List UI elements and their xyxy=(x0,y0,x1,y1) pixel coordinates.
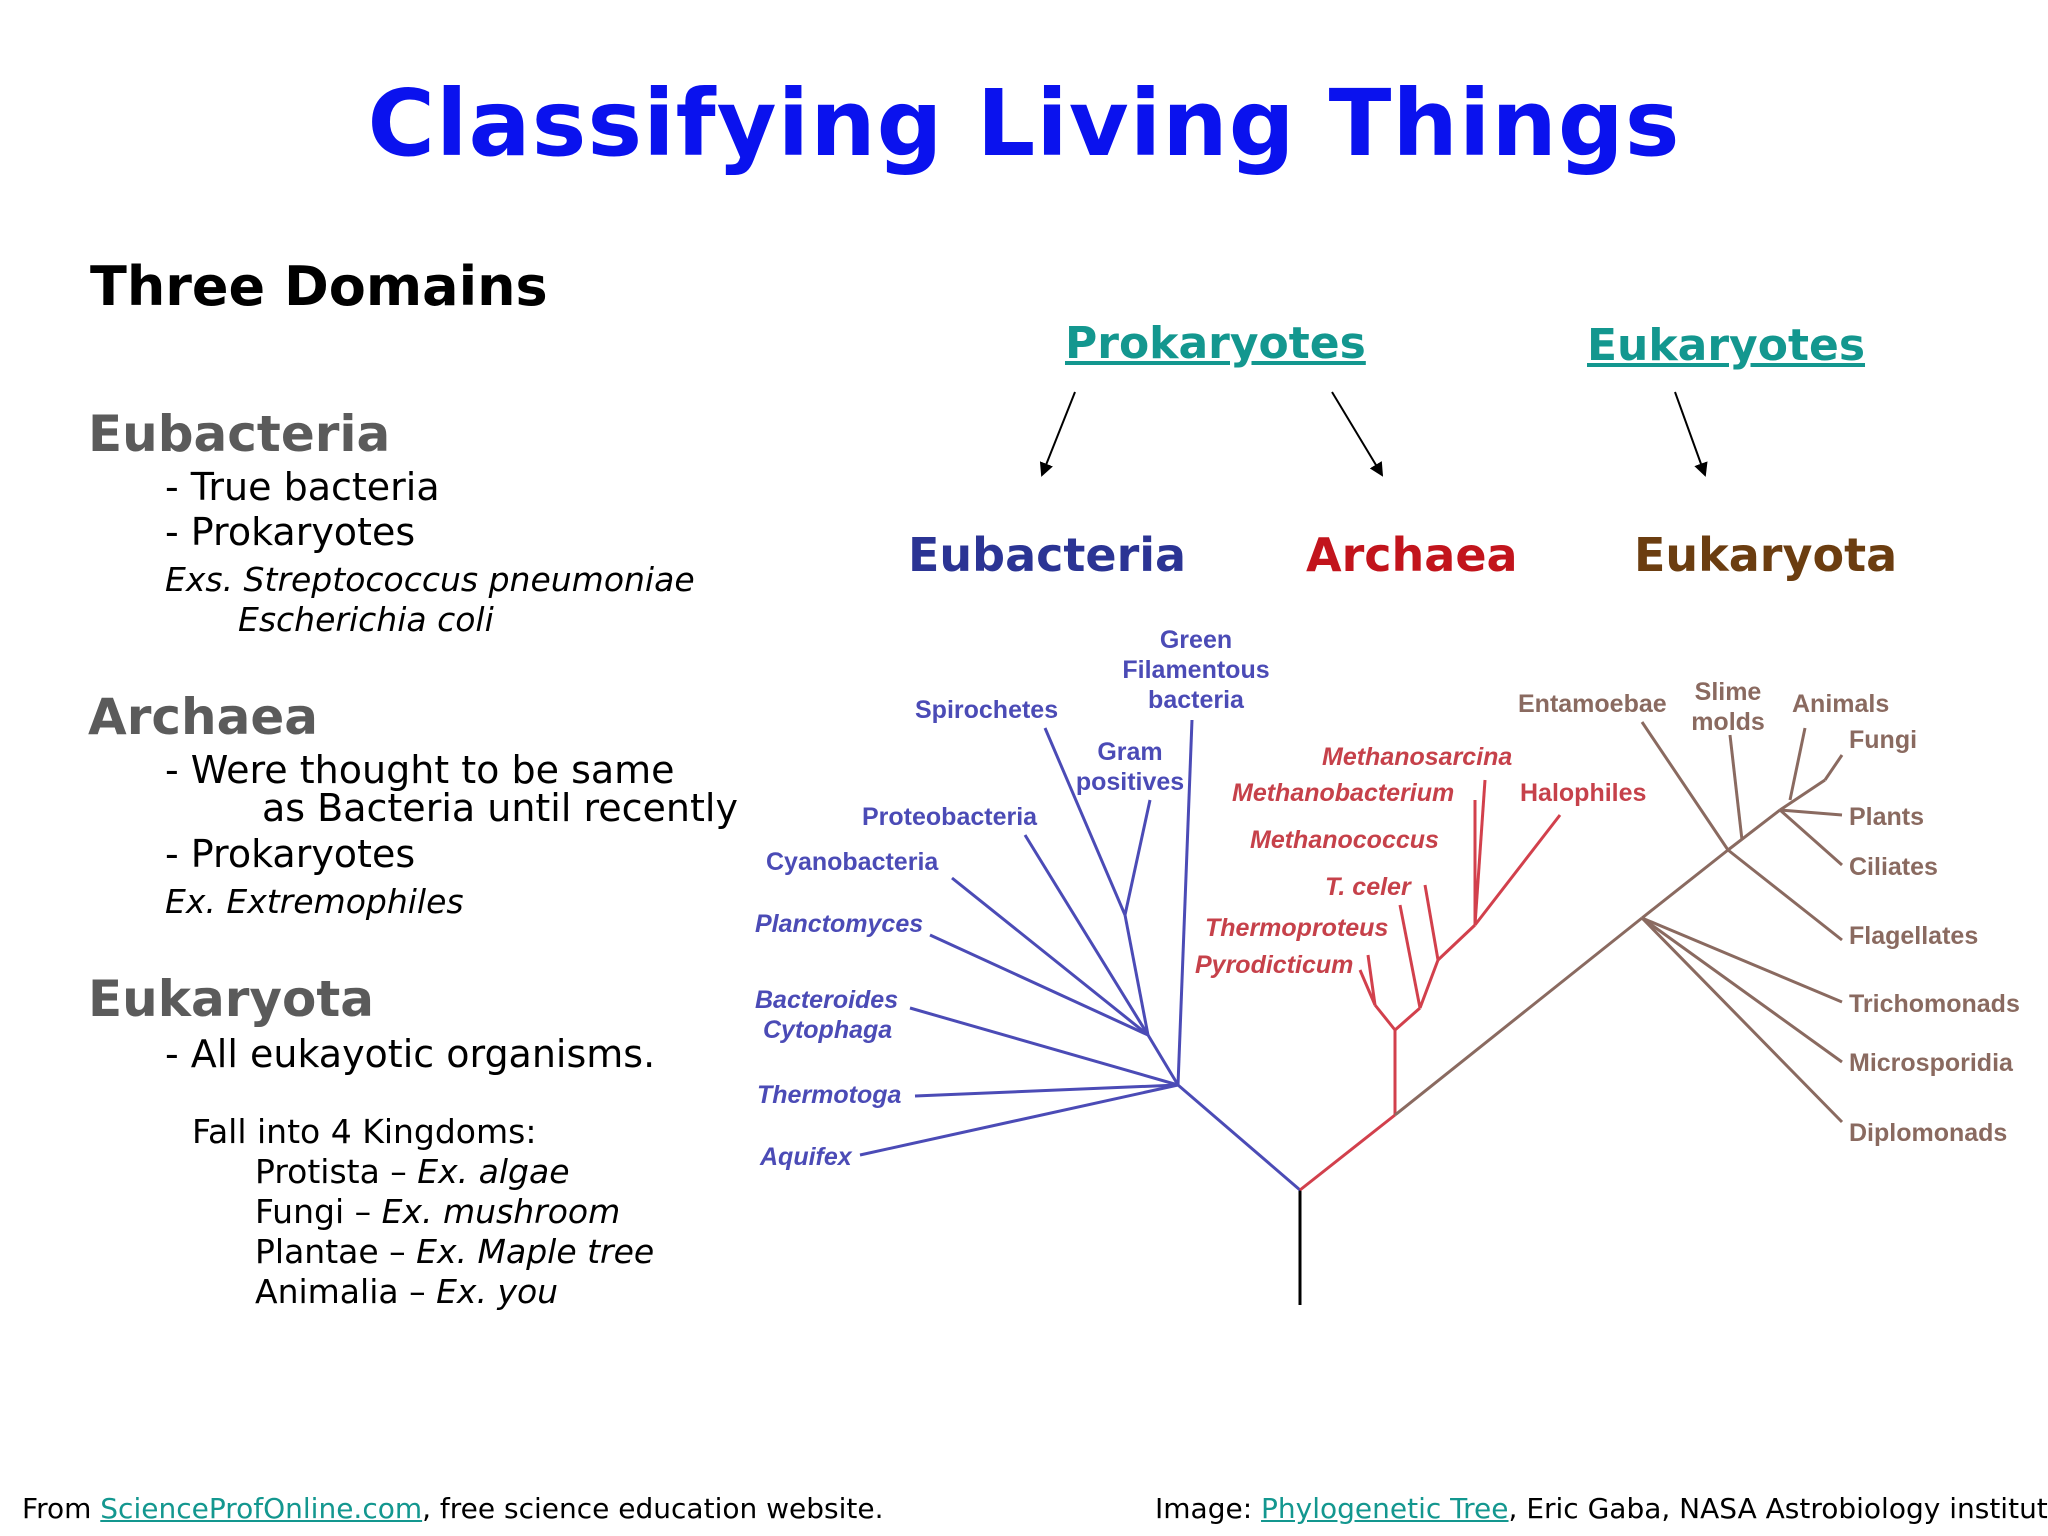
archaea-line-2: as Bacteria until recently xyxy=(262,786,738,830)
section-heading: Three Domains xyxy=(90,255,548,318)
kingdom-fungi: Fungi – Ex. mushroom xyxy=(255,1192,621,1231)
kingdom-plantae: Plantae – Ex. Maple tree xyxy=(255,1232,655,1271)
leaf-slime-2: molds xyxy=(1691,708,1765,736)
leaf-fungi: Fungi xyxy=(1849,726,1917,754)
leaf-methanococcus: Methanococcus xyxy=(1250,826,1439,854)
leaf-slime-1: Slime xyxy=(1695,678,1762,706)
kingdoms-intro: Fall into 4 Kingdoms: xyxy=(192,1112,537,1151)
arrow-to-archaea xyxy=(1331,391,1384,477)
prokaryotes-link[interactable]: Prokaryotes xyxy=(1065,318,1366,369)
arrow-to-eubacteria xyxy=(1039,391,1076,477)
domain-label-eukaryota: Eukaryota xyxy=(1634,528,1898,582)
domain-label-eubacteria: Eubacteria xyxy=(908,528,1187,582)
leaf-proteobacteria: Proteobacteria xyxy=(862,803,1038,831)
leaf-planctomyces: Planctomyces xyxy=(755,910,923,938)
kingdom-animalia: Animalia – Ex. you xyxy=(255,1272,559,1311)
leaf-gram-2: positives xyxy=(1076,768,1184,796)
footer-source: From ScienceProfOnline.com, free science… xyxy=(22,1492,884,1525)
scienceprofonline-link[interactable]: ScienceProfOnline.com xyxy=(100,1492,423,1525)
eukaryota-heading: Eukaryota xyxy=(88,970,374,1028)
page-title: Classifying Living Things xyxy=(367,70,1681,177)
archaea-line-3: - Prokaryotes xyxy=(165,832,416,876)
eukarya-branches xyxy=(1394,721,1844,1124)
leaf-microsporidia: Microsporidia xyxy=(1849,1049,2014,1077)
eubacteria-example-2: Escherichia coli xyxy=(238,600,494,639)
leaf-gram-1: Gram xyxy=(1097,738,1162,766)
archaea-branches xyxy=(1299,779,1562,1192)
leaf-cyanobacteria: Cyanobacteria xyxy=(766,848,939,876)
leaf-green-2: Filamentous xyxy=(1122,656,1269,684)
leaf-flagellates: Flagellates xyxy=(1849,922,1978,950)
eubacteria-heading: Eubacteria xyxy=(88,405,391,463)
eubacteria-line-1: - True bacteria xyxy=(165,465,440,509)
kingdom-protista: Protista – Ex. algae xyxy=(255,1152,570,1191)
phylogenetic-tree-link[interactable]: Phylogenetic Tree xyxy=(1261,1492,1509,1525)
leaf-aquifex: Aquifex xyxy=(759,1143,853,1171)
archaea-line-1: - Were thought to be same xyxy=(165,748,675,792)
eubacteria-example-1: Exs. Streptococcus pneumoniae xyxy=(165,560,695,599)
eubacteria-line-2: - Prokaryotes xyxy=(165,510,416,554)
leaf-green-3: bacteria xyxy=(1148,686,1245,714)
leaf-ciliates: Ciliates xyxy=(1849,853,1938,881)
footer-image-credit: Image: Phylogenetic Tree, Eric Gaba, NAS… xyxy=(1155,1492,2048,1525)
leaf-green-1: Green xyxy=(1160,626,1232,654)
leaf-thermotoga: Thermotoga xyxy=(757,1081,902,1109)
leaf-cytophaga: Cytophaga xyxy=(763,1016,892,1044)
archaea-example: Ex. Extremophiles xyxy=(165,882,464,921)
leaf-spirochetes: Spirochetes xyxy=(915,696,1058,724)
leaf-diplomonads: Diplomonads xyxy=(1849,1119,2007,1147)
bacteria-branches xyxy=(859,719,1301,1192)
leaf-entamoebae: Entamoebae xyxy=(1518,690,1667,718)
leaf-t-celer: T. celer xyxy=(1325,873,1412,901)
eukaryota-line-1: - All eukayotic organisms. xyxy=(165,1032,656,1076)
leaf-methanosarcina: Methanosarcina xyxy=(1322,743,1512,771)
leaf-thermoproteus: Thermoproteus xyxy=(1205,914,1388,942)
domain-label-archaea: Archaea xyxy=(1306,528,1518,582)
leaf-methanobacterium: Methanobacterium xyxy=(1232,779,1454,807)
leaf-halophiles: Halophiles xyxy=(1520,779,1646,807)
leaf-pyrodicticum: Pyrodicticum xyxy=(1195,951,1353,979)
leaf-bacteroides: Bacteroides xyxy=(755,986,898,1014)
leaf-plants: Plants xyxy=(1849,803,1924,831)
arrow-to-eukaryota xyxy=(1674,391,1708,477)
eukaryotes-link[interactable]: Eukaryotes xyxy=(1587,320,1866,371)
leaf-trichomonads: Trichomonads xyxy=(1849,990,2020,1018)
archaea-heading: Archaea xyxy=(88,688,318,746)
leaf-animals: Animals xyxy=(1792,690,1889,718)
